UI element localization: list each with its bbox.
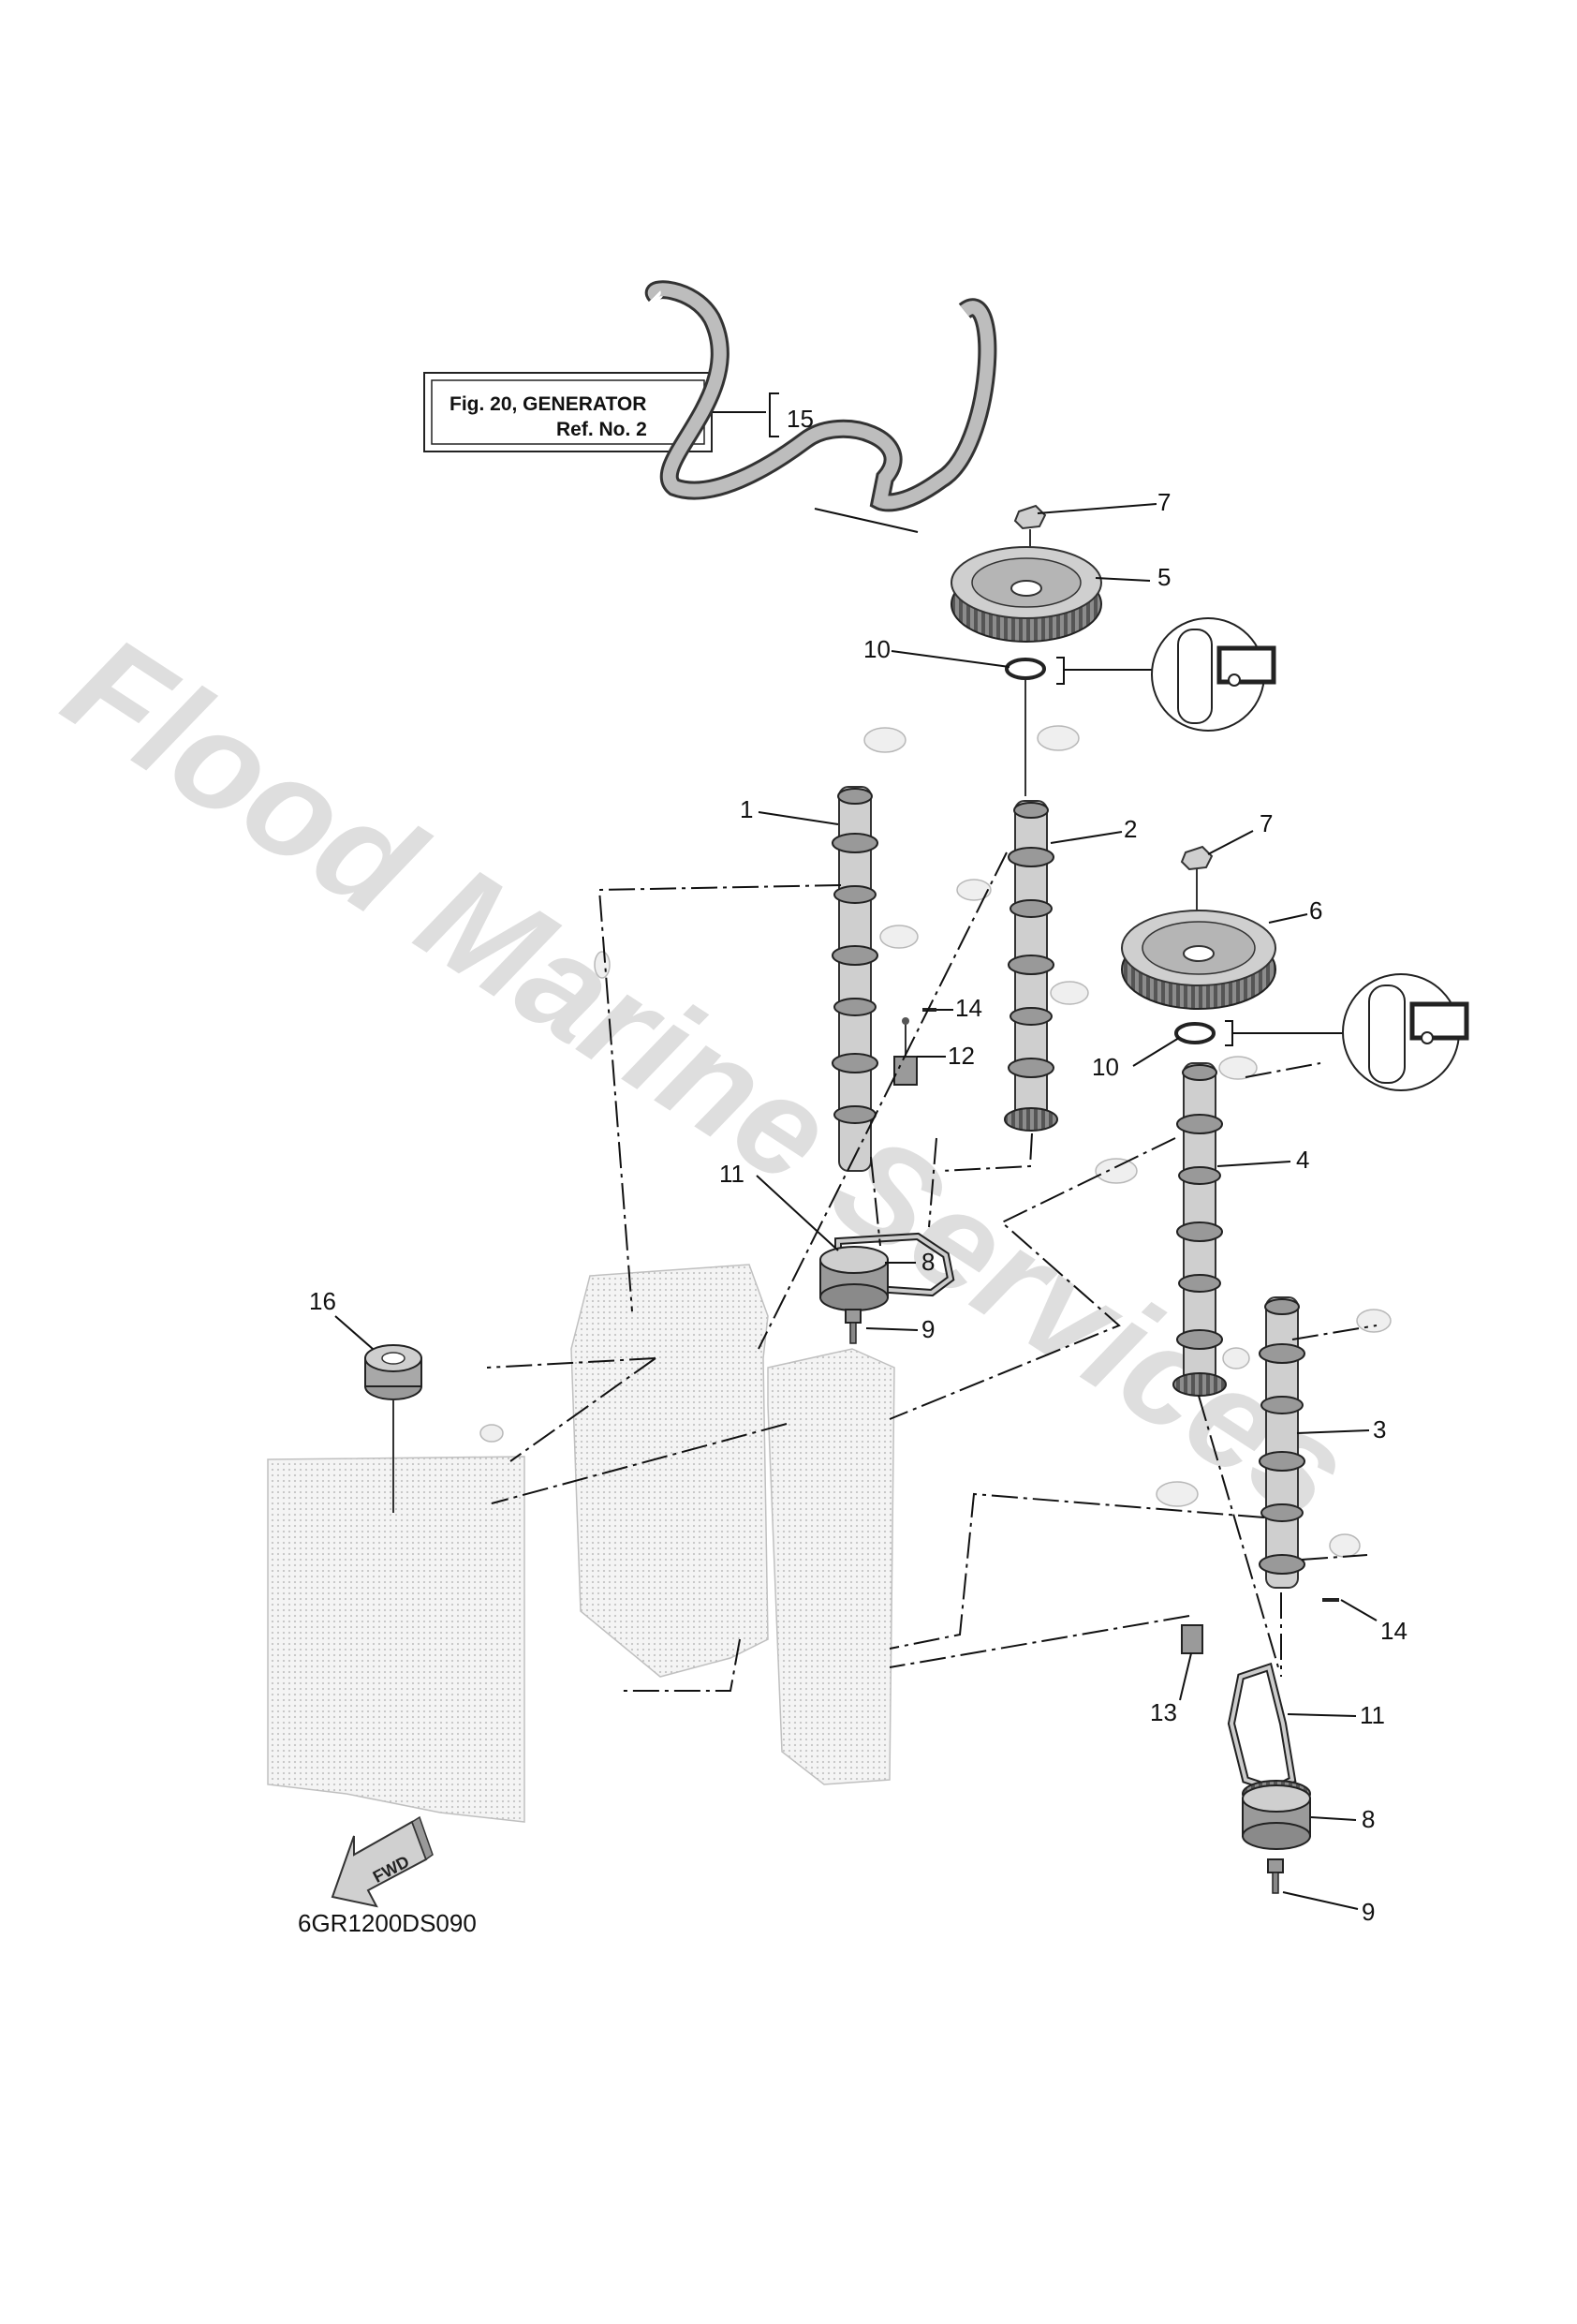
ring-lower [1174, 973, 1469, 1091]
callout-2: 2 [1124, 815, 1137, 843]
callout-5: 5 [1157, 563, 1171, 591]
camshaft-2 [1004, 800, 1058, 1132]
callout-14-top: 14 [955, 994, 982, 1022]
cylinder-head-right [767, 1348, 895, 1785]
bolt-9-upper [845, 1309, 862, 1344]
cam-sprocket-upper [951, 546, 1102, 643]
callout-9-top: 9 [921, 1315, 935, 1343]
chain-guide-13 [1181, 1624, 1203, 1654]
callout-7-top: 7 [1157, 488, 1171, 516]
vvt-unit-upper [819, 1246, 889, 1311]
callout-numbers: 15 7 5 10 1 2 7 6 14 12 10 4 11 8 9 16 3… [309, 405, 1408, 1926]
camshaft-4 [1172, 1062, 1227, 1397]
leader-lines [334, 503, 1378, 1910]
callout-8-top: 8 [921, 1248, 935, 1276]
cam-sprocket-lower [1121, 910, 1276, 1010]
forward-arrow-icon: FWD [331, 1815, 434, 1908]
timing-chain-lower [1227, 1662, 1297, 1794]
callout-13: 13 [1150, 1698, 1177, 1726]
callout-10-top: 10 [863, 635, 891, 663]
cylinder-head-left [267, 1456, 525, 1823]
callout-7-middle: 7 [1260, 809, 1273, 837]
callout-8-lower: 8 [1362, 1805, 1375, 1833]
cylinder-block-center [570, 1264, 769, 1678]
vvt-unit-lower [1242, 1780, 1311, 1850]
callout-15: 15 [787, 405, 814, 433]
chain-guide-12 [893, 1017, 918, 1086]
bolt-9-lower [1267, 1858, 1284, 1894]
diagram-code: 6GR1200DS090 [298, 1909, 477, 1937]
tensioner [364, 1344, 422, 1513]
reference-figure-label: Fig. 20, GENERATOR [450, 393, 646, 415]
bolt-middle [1180, 845, 1214, 913]
camshaft-3 [1259, 1296, 1305, 1589]
ring-upper [1005, 617, 1276, 732]
callout-11-lower: 11 [1360, 1701, 1385, 1729]
callout-16: 16 [309, 1287, 336, 1315]
reference-box: Fig. 20, GENERATOR Ref. No. 2 [423, 372, 779, 452]
callout-6: 6 [1309, 896, 1322, 925]
callout-11-top: 11 [719, 1160, 744, 1188]
camshaft-1 [832, 786, 878, 1172]
reference-number-label: Ref. No. 2 [556, 419, 647, 440]
callout-1: 1 [740, 795, 753, 823]
callout-12: 12 [948, 1042, 975, 1070]
callout-3: 3 [1373, 1415, 1386, 1443]
callout-10-middle: 10 [1092, 1053, 1119, 1081]
callout-4: 4 [1296, 1146, 1309, 1174]
callout-14-lower: 14 [1380, 1617, 1408, 1645]
callout-9-lower: 9 [1362, 1898, 1375, 1926]
assembly-lines [486, 851, 1378, 1692]
v-belt [644, 280, 997, 512]
